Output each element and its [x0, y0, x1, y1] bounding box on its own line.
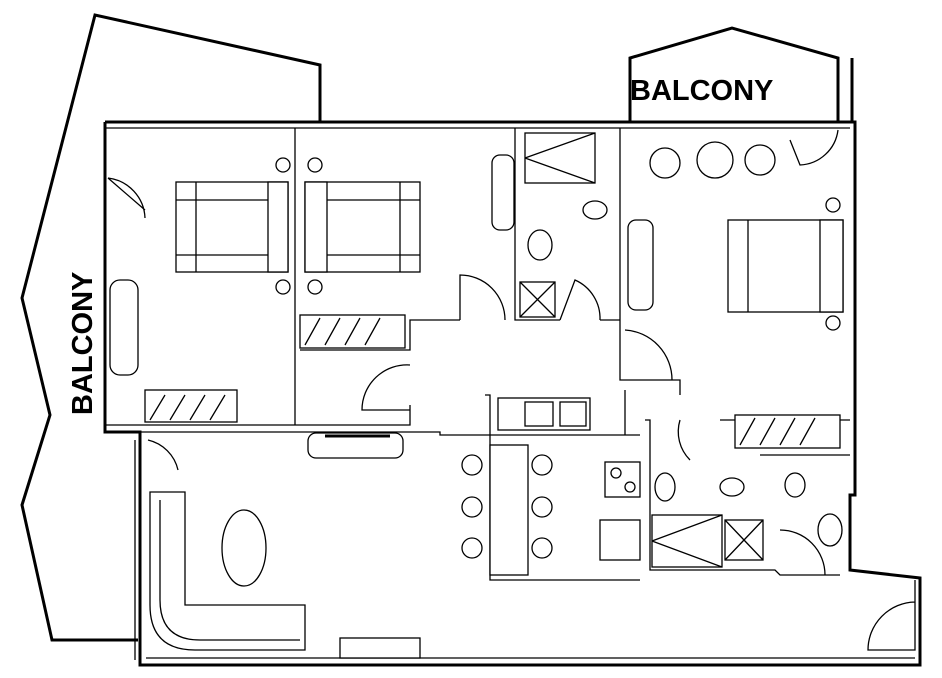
balcony-left-label: BALCONY: [67, 272, 99, 415]
left-balcony-outline: [20, 13, 322, 642]
living-sofa: [149, 491, 306, 651]
master-bed: [727, 219, 844, 313]
bathrooms: [519, 132, 843, 568]
kitchen: [489, 397, 641, 576]
balcony-top-label: BALCONY: [630, 75, 773, 107]
wardrobes: [144, 314, 841, 449]
nightstands: [275, 157, 841, 331]
bedroom-left-bed: [175, 181, 289, 273]
seating-area: [649, 141, 776, 179]
exterior-wall: [103, 120, 922, 667]
dining-chairs: [461, 454, 553, 559]
bedroom-middle-bed: [304, 181, 421, 273]
desks: [109, 154, 654, 459]
doors: [107, 129, 916, 651]
tv-unit: [339, 637, 421, 659]
top-balcony-outline: [628, 26, 840, 122]
coffee-table: [221, 509, 267, 587]
